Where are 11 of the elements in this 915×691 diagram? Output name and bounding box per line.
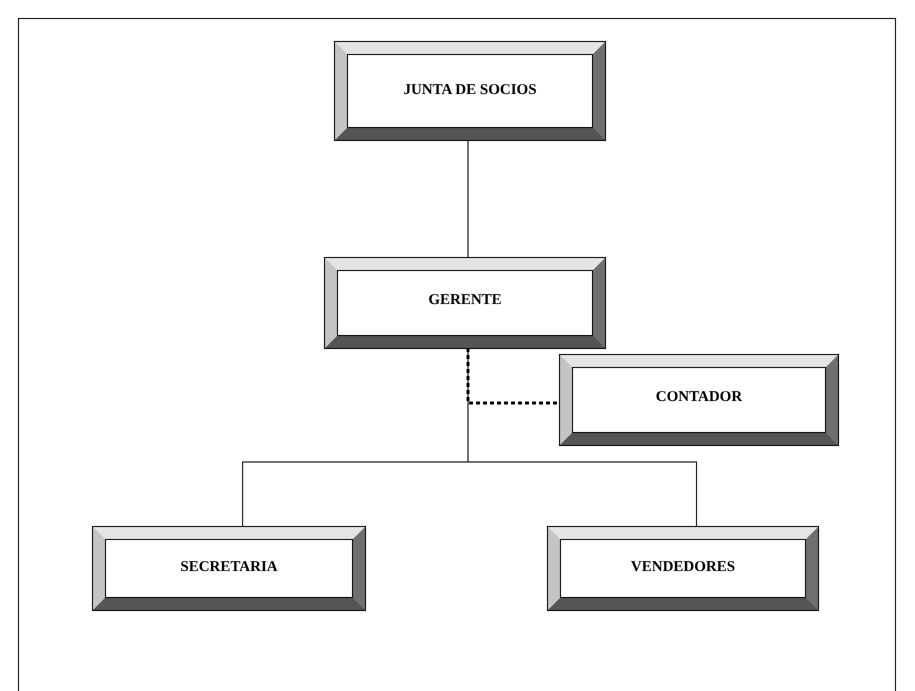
role-label: GERENTE bbox=[427, 292, 503, 309]
org-box bbox=[548, 527, 818, 610]
org-box bbox=[560, 355, 838, 445]
dotted-connector bbox=[466, 348, 560, 404]
role-label: CONTADOR bbox=[654, 389, 744, 406]
role-label: VENDEDORES bbox=[630, 559, 736, 576]
org-box bbox=[325, 258, 605, 348]
role-label: JUNTA DE SOCIOS bbox=[402, 82, 538, 99]
org-box bbox=[335, 42, 605, 140]
role-label: SECRETARIA bbox=[179, 559, 279, 576]
org-box bbox=[93, 527, 365, 610]
